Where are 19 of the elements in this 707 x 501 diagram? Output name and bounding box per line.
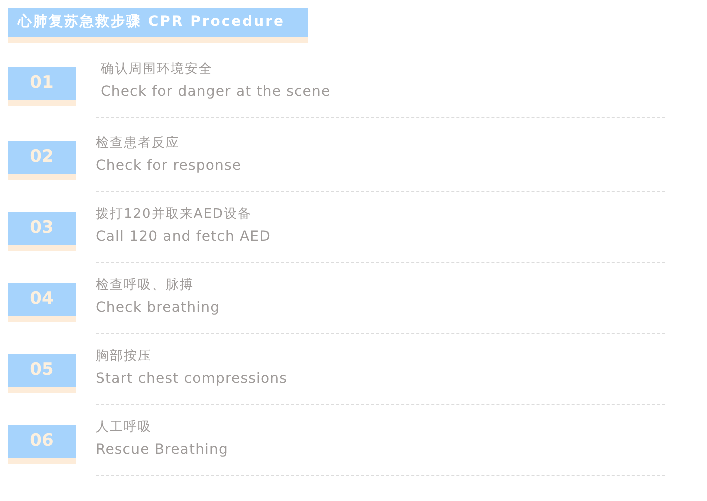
step-translation: Start chest compressions bbox=[96, 370, 288, 388]
step-translation: Check breathing bbox=[96, 299, 220, 317]
step-title: 检查患者反应 bbox=[96, 135, 180, 152]
step-number: 02 bbox=[8, 141, 76, 180]
step-number: 03 bbox=[8, 212, 76, 251]
step-translation: Check for response bbox=[96, 157, 242, 175]
step-title: 胸部按压 bbox=[96, 348, 152, 365]
step-number: 05 bbox=[8, 354, 76, 393]
step-translation: Call 120 and fetch AED bbox=[96, 228, 271, 246]
step-number: 01 bbox=[8, 67, 76, 106]
title-banner: 心肺复苏急救步骤 CPR Procedure bbox=[8, 8, 308, 43]
step-title: 人工呼吸 bbox=[96, 419, 152, 436]
step-title: 检查呼吸、脉搏 bbox=[96, 277, 194, 294]
step-translation: Check for danger at the scene bbox=[101, 83, 331, 101]
step-number: 04 bbox=[8, 283, 76, 322]
step-translation: Rescue Breathing bbox=[96, 441, 228, 459]
step-number: 06 bbox=[8, 425, 76, 464]
step-title: 确认周围环境安全 bbox=[101, 61, 213, 78]
step-title: 拨打120并取来AED设备 bbox=[96, 206, 252, 223]
